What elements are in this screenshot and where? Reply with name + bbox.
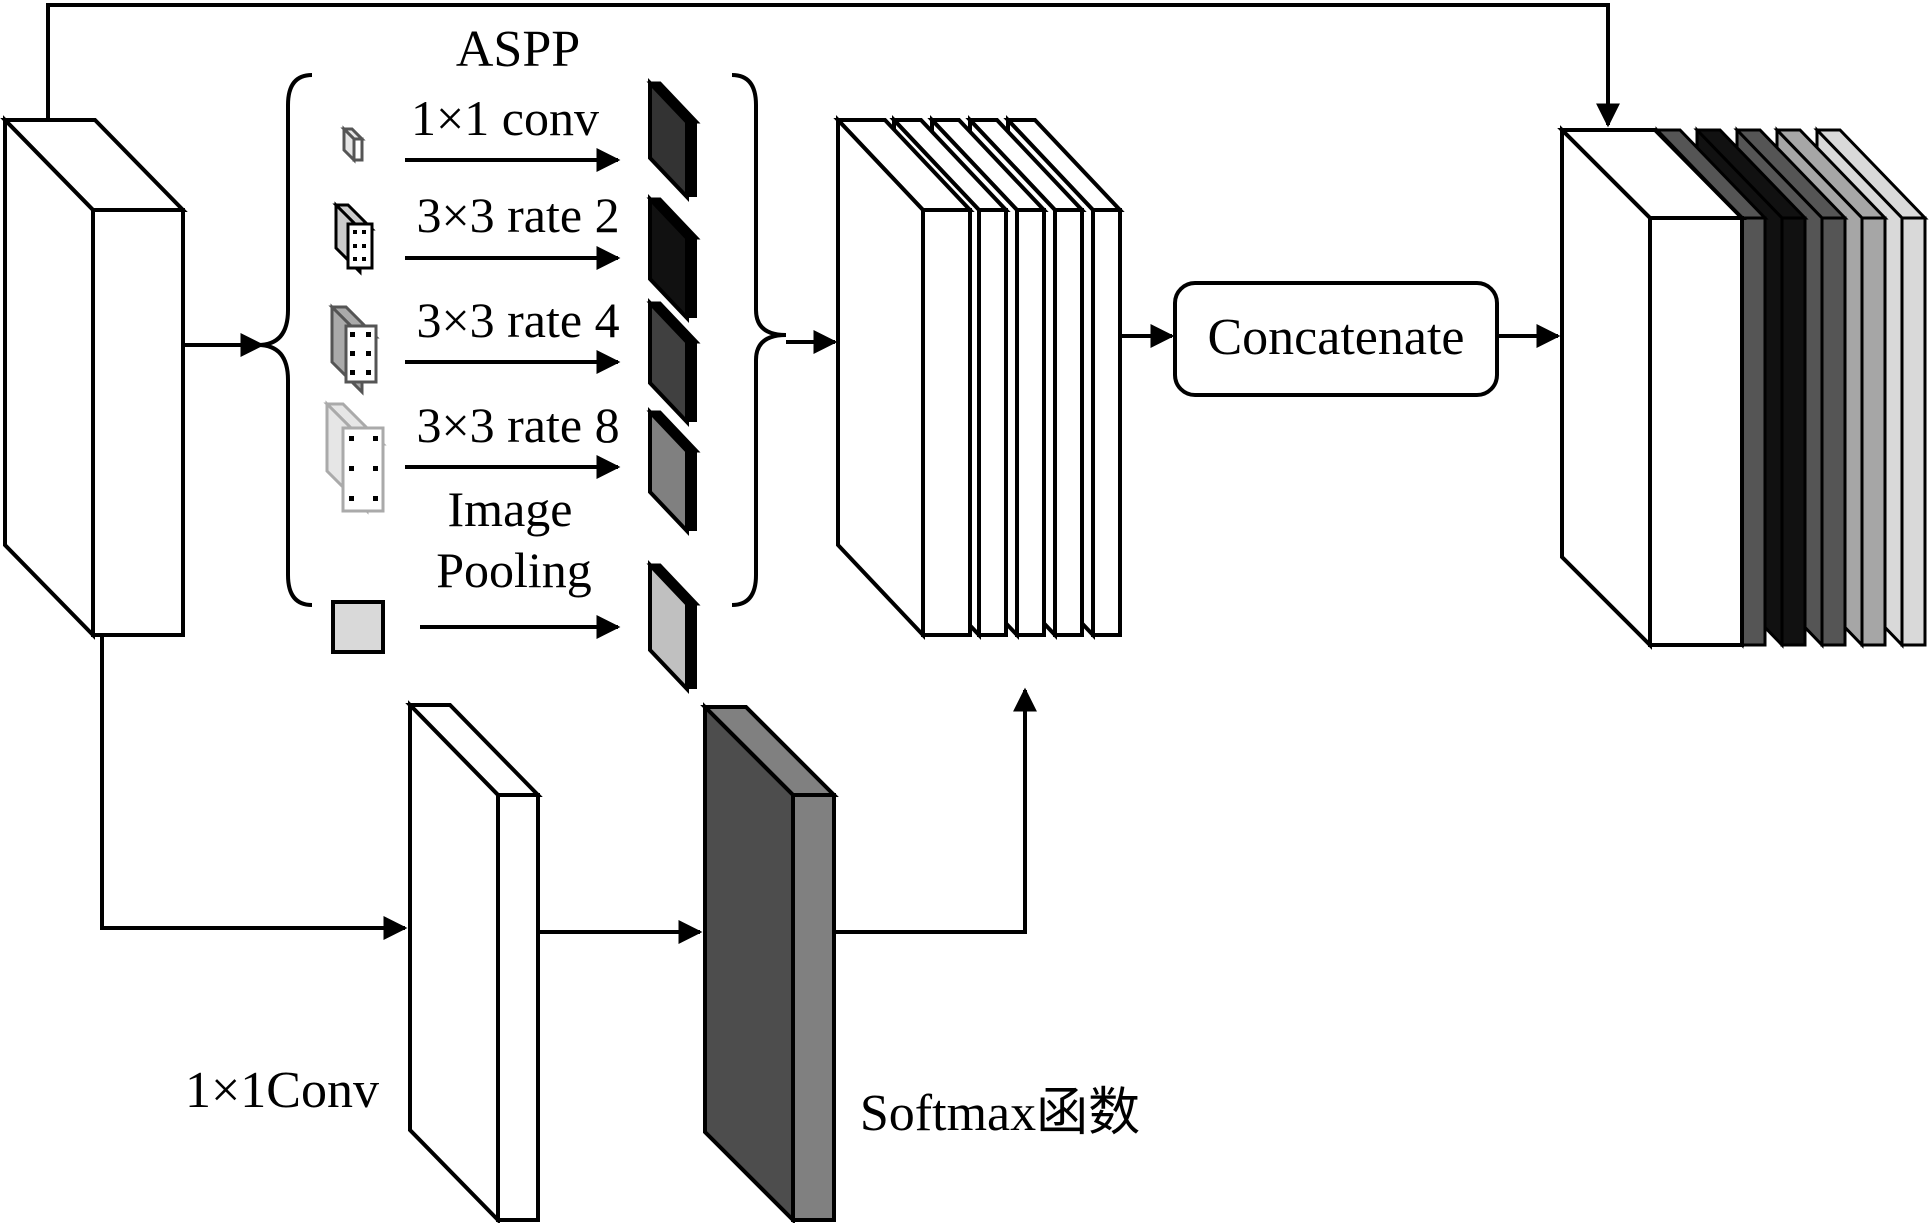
- feature-map-1x1-conv: [646, 77, 701, 203]
- kernel-icon-rate-2: [332, 201, 376, 276]
- aspp-left-brace: [257, 73, 313, 607]
- aspp-branch-3x3-rate-2: 3×3 rate 2: [332, 187, 701, 324]
- aspp-right-brace: [731, 73, 787, 607]
- output-concatenated-block: [1557, 125, 1929, 650]
- aspp-branch-3x3-rate-8: 3×3 rate 8: [323, 397, 701, 537]
- feature-map-rate-4: [646, 297, 701, 428]
- aspp-branch-3x3-rate-4: 3×3 rate 4: [328, 292, 701, 428]
- conv1x1-block: [405, 700, 543, 1223]
- aspp-output-stack: [833, 114, 1125, 641]
- input-feature-map: [0, 115, 188, 640]
- feature-map-rate-8: [646, 406, 701, 537]
- branch-label-rate-2: 3×3 rate 2: [416, 187, 619, 243]
- aspp-title: ASPP: [456, 21, 580, 78]
- branch-label-pooling: Pooling: [436, 542, 592, 598]
- softmax-block: [700, 702, 839, 1223]
- aspp-branch-image-pooling: Image Pooling: [331, 481, 701, 695]
- kernel-icon-1x1: [340, 125, 366, 164]
- branch-label-1x1-conv: 1×1 conv: [411, 90, 599, 146]
- kernel-icon-rate-8: [323, 400, 387, 515]
- output-main-slice: [1557, 125, 1747, 650]
- branch-label-rate-8: 3×3 rate 8: [416, 397, 619, 453]
- aspp-branch-1x1-conv: 1×1 conv: [340, 77, 701, 203]
- pooling-icon: [331, 600, 385, 654]
- skip-connection-top: [46, 3, 1620, 128]
- feature-map-image-pooling: [646, 559, 701, 695]
- concatenate-block: Concatenate: [1173, 281, 1499, 397]
- kernel-icon-rate-4: [328, 303, 380, 396]
- conv1x1-label: 1×1Conv: [185, 1062, 379, 1119]
- branch-label-rate-4: 3×3 rate 4: [416, 292, 619, 348]
- concatenate-label: Concatenate: [1208, 309, 1465, 366]
- softmax-label: Softmax函数: [860, 1085, 1140, 1142]
- arrow-softmax-to-stack: [834, 687, 1037, 934]
- branch-label-image: Image: [448, 481, 573, 537]
- feature-map-rate-2: [646, 193, 701, 324]
- stack-layer-1: [833, 114, 975, 641]
- arrow-input-to-conv1x1: [100, 635, 408, 940]
